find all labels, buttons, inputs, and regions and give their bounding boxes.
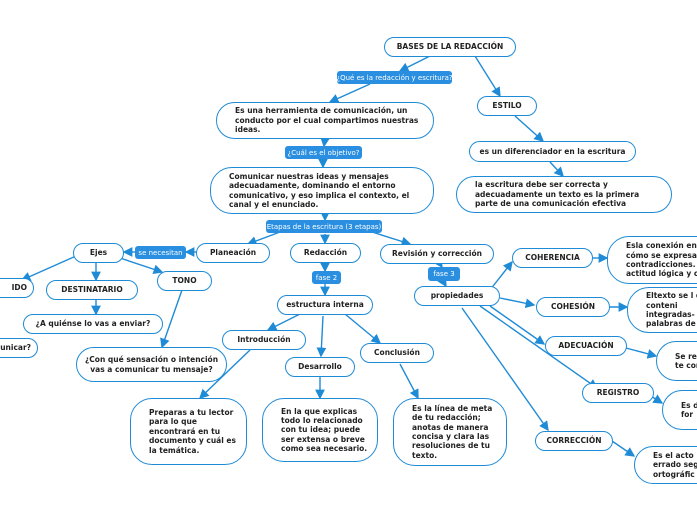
node-estilo[interactable]: ESTILO: [477, 96, 537, 116]
link-fase3-propiedades: [437, 276, 447, 288]
node-adecuacion[interactable]: ADECUACIÓN: [545, 336, 627, 356]
node-cohesion-desc[interactable]: Eltexto se l de conteni integradas- pala…: [627, 287, 697, 333]
node-comunicar[interactable]: municar?: [0, 338, 38, 358]
link-root-estilo: [474, 55, 501, 98]
node-intro-desc[interactable]: Preparas a tu lector para lo que encontr…: [130, 398, 247, 465]
node-adecuacion-desc[interactable]: Se re al te comu: [656, 341, 697, 381]
node-contenido[interactable]: IDO: [0, 278, 34, 298]
node-conclusion[interactable]: Conclusión: [360, 343, 434, 363]
node-planeacion[interactable]: Planeación: [196, 243, 270, 263]
node-correccion-desc[interactable]: Es el acto errado seg ortográfic: [634, 446, 697, 484]
link-estructura-desarrollo: [316, 315, 327, 358]
link-estilo-def: [514, 115, 545, 142]
link-estructura-conclusion: [344, 313, 382, 344]
node-estilo-def[interactable]: es un diferenciador en la escritura: [469, 141, 636, 162]
tag-etapas[interactable]: Etapas de la escritura (3 etapas): [266, 220, 382, 233]
node-correccion[interactable]: CORRECCIÓN: [535, 431, 613, 451]
link-prop-cohesion: [499, 297, 536, 309]
link-revision-fase3: [433, 257, 443, 269]
link-estilodef-desc: [549, 161, 564, 178]
link-ejes-contenido: [20, 255, 77, 282]
link-prop-coherencia: [489, 260, 513, 291]
node-estilo-desc[interactable]: la escritura debe ser correcta y adecuad…: [456, 176, 672, 213]
node-coherencia[interactable]: COHERENCIA: [512, 248, 593, 268]
tag-objetivo[interactable]: ¿Cuál es el objetivo?: [285, 146, 362, 159]
link-ejes-tono: [119, 257, 164, 274]
node-propiedades[interactable]: propiedades: [414, 286, 500, 306]
node-registro-desc[interactable]: Es dep for: [662, 390, 697, 430]
node-cohesion[interactable]: COHESIÓN: [536, 297, 610, 317]
link-prop-registro: [479, 305, 599, 389]
node-desarrollo-desc[interactable]: En la que explicas todo lo relacionado c…: [262, 398, 378, 462]
tag-que-es[interactable]: ¿Qué es la redacción y escritura?: [336, 71, 453, 84]
node-root[interactable]: BASES DE LA REDACCIÓN: [384, 37, 516, 57]
node-ejes[interactable]: Ejes: [73, 243, 124, 263]
link-adecuacion-desc: [625, 347, 658, 359]
link-conclusion-desc: [399, 363, 419, 400]
link-def-objetivo: [320, 137, 330, 148]
node-introduccion[interactable]: Introducción: [222, 330, 306, 350]
node-redaccion[interactable]: Redacción: [290, 243, 361, 263]
node-revision[interactable]: Revisión y corrección: [380, 244, 494, 264]
node-con-que[interactable]: ¿Con qué sensación o intención vas a com…: [76, 347, 227, 382]
node-definicion[interactable]: Es una herramienta de comunicación, un c…: [216, 102, 434, 139]
link-prop-adecuacion: [489, 305, 546, 345]
node-objetivo[interactable]: Comunicar nuestras ideas y mensajes adec…: [210, 167, 434, 214]
node-desarrollo[interactable]: Desarrollo: [285, 357, 355, 377]
node-conclusion-desc[interactable]: Es la línea de meta de tu redacción; ano…: [393, 398, 507, 466]
link-quees-def: [328, 83, 371, 104]
link-prop-correccion: [461, 307, 549, 432]
node-a-quien[interactable]: ¿A quiénse lo vas a enviar?: [23, 314, 163, 334]
tag-fase2[interactable]: fase 2: [312, 271, 341, 284]
tag-fase3[interactable]: fase 3: [428, 267, 460, 281]
link-etapas-planeacion: [246, 231, 281, 246]
node-coherencia-desc[interactable]: Esla conexión en cómo se expresa contrad…: [607, 236, 697, 284]
node-tono[interactable]: TONO: [157, 271, 212, 291]
node-destinatario[interactable]: DESTINATARIO: [46, 280, 138, 300]
link-estructura-intro: [266, 313, 301, 331]
link-etapas-revision: [371, 231, 412, 247]
link-intro-desc: [198, 349, 251, 399]
link-root-quees: [398, 55, 431, 72]
node-registro[interactable]: REGISTRO: [582, 383, 654, 403]
tag-se-necesitan[interactable]: se necesitan: [135, 246, 186, 259]
link-tono-conque: [160, 289, 183, 349]
node-estructura[interactable]: estructura interna: [277, 295, 373, 315]
link-correccion-desc: [611, 440, 636, 457]
